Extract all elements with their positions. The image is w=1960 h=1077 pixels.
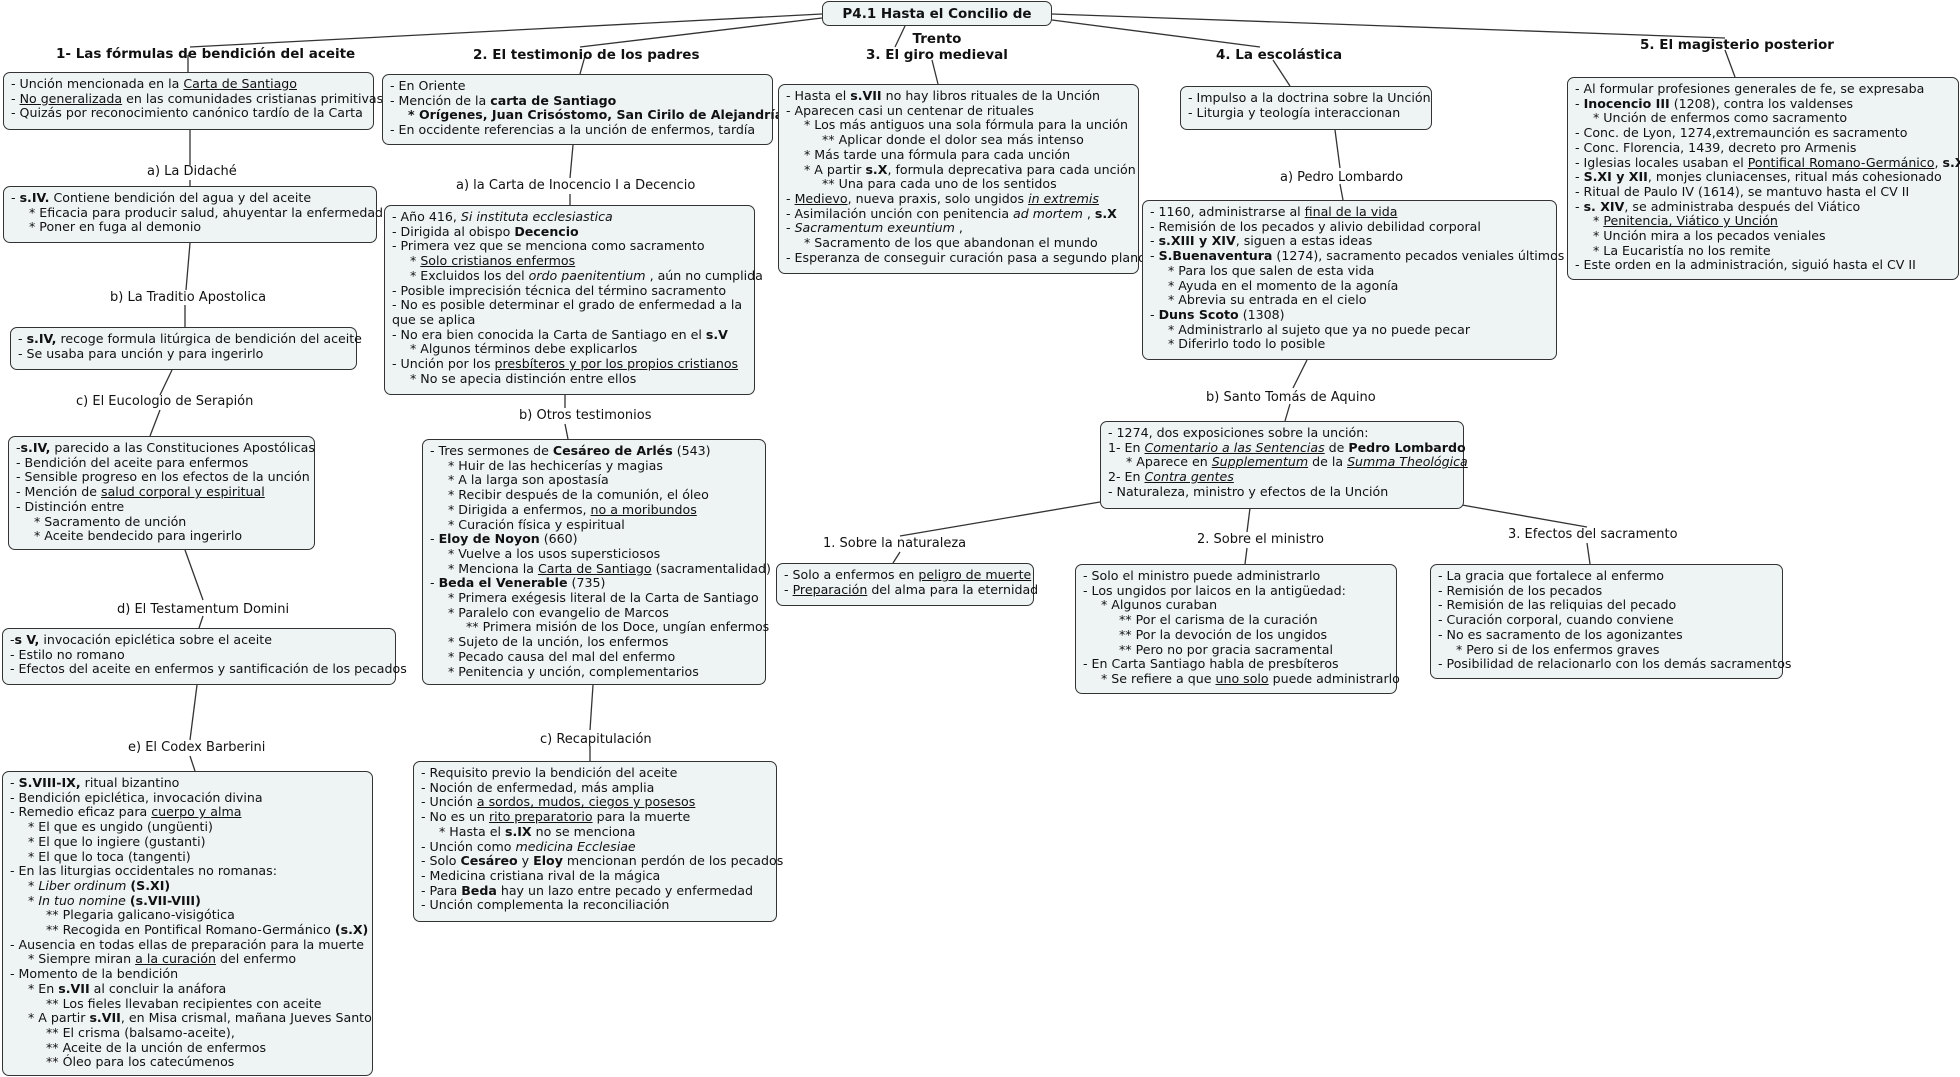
label-santo-tomas[interactable]: b) Santo Tomás de Aquino	[1206, 390, 1376, 405]
root-node[interactable]: P4.1 Hasta el Concilio de Trento	[822, 1, 1052, 47]
box-testimonio-padres[interactable]: - En Oriente - Mención de la carta de Sa…	[382, 74, 783, 145]
box-eucologio-serapion[interactable]: -s.IV, parecido a las Constituciones Apo…	[8, 436, 315, 550]
box-sobre-ministro[interactable]: - Solo el ministro puede administrarlo -…	[1075, 564, 1400, 694]
topic-escolastica[interactable]: 4. La escolástica	[1216, 47, 1343, 63]
label-otros-testimonios[interactable]: b) Otros testimonios	[519, 408, 652, 423]
box-traditio-apostolica[interactable]: - s.IV, recoge formula litúrgica de bend…	[10, 327, 362, 370]
box-carta-inocencio[interactable]: - Año 416, Si instituta ecclesiastica - …	[384, 205, 763, 395]
topic-testimonio-padres[interactable]: 2. El testimonio de los padres	[473, 47, 700, 63]
box-pedro-lombardo[interactable]: - 1160, administrarse al final de la vid…	[1142, 200, 1564, 360]
box-magisterio-posterior[interactable]: - Al formular profesiones generales de f…	[1567, 77, 1960, 280]
topic-magisterio-posterior[interactable]: 5. El magisterio posterior	[1640, 37, 1834, 53]
box-didache[interactable]: - s.IV. Contiene bendición del agua y de…	[3, 186, 383, 243]
label-recapitulacion[interactable]: c) Recapitulación	[540, 732, 652, 747]
box-codex-barberini[interactable]: - S.VIII-IX, ritual bizantino - Bendició…	[2, 771, 373, 1076]
box-giro-medieval[interactable]: - Hasta el s.VII no hay libros rituales …	[778, 84, 1146, 274]
label-eucologio-serapion[interactable]: c) El Eucologio de Serapión	[76, 394, 254, 409]
box-efectos-sacramento[interactable]: - La gracia que fortalece al enfermo - R…	[1430, 564, 1791, 679]
box-recapitulacion[interactable]: - Requisito previo la bendición del acei…	[413, 761, 783, 922]
label-sobre-ministro[interactable]: 2. Sobre el ministro	[1197, 532, 1324, 547]
box-sobre-naturaleza[interactable]: - Solo a enfermos en peligro de muerte -…	[776, 563, 1038, 606]
label-testamentum-domini[interactable]: d) El Testamentum Domini	[117, 602, 290, 617]
label-traditio-apostolica[interactable]: b) La Traditio Apostolica	[110, 290, 267, 305]
box-formulas-bendicion[interactable]: - Unción mencionada en la Carta de Santi…	[3, 72, 383, 130]
topic-giro-medieval[interactable]: 3. El giro medieval	[866, 47, 1008, 63]
label-efectos-sacramento[interactable]: 3. Efectos del sacramento	[1508, 527, 1678, 542]
label-didache[interactable]: a) La Didaché	[147, 164, 237, 179]
label-carta-inocencio[interactable]: a) la Carta de Inocencio I a Decencio	[456, 178, 696, 193]
label-sobre-naturaleza[interactable]: 1. Sobre la naturaleza	[823, 536, 967, 551]
box-santo-tomas[interactable]: - 1274, dos exposiciones sobre la unción…	[1100, 421, 1468, 509]
label-codex-barberini[interactable]: e) El Codex Barberini	[128, 740, 266, 755]
box-escolastica[interactable]: - Impulso a la doctrina sobre la Unción …	[1180, 86, 1432, 130]
box-testamentum-domini[interactable]: -s V, invocación epiclética sobre el ace…	[2, 628, 407, 685]
box-otros-testimonios[interactable]: - Tres sermones de Cesáreo de Arlés (543…	[422, 439, 771, 685]
label-pedro-lombardo[interactable]: a) Pedro Lombardo	[1280, 170, 1404, 185]
topic-formulas-bendicion[interactable]: 1- Las fórmulas de bendición del aceite	[56, 46, 356, 62]
